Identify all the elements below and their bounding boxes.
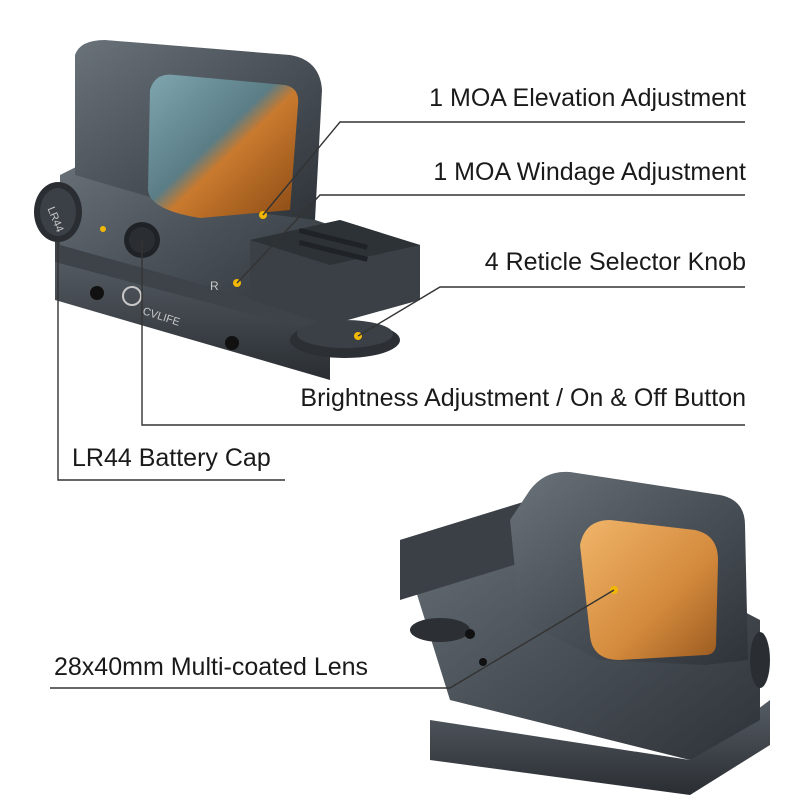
- callout-reticle-knob: 4 Reticle Selector Knob: [484, 248, 746, 276]
- callout-lens: 28x40mm Multi-coated Lens: [54, 653, 369, 681]
- svg-text:R: R: [210, 279, 219, 293]
- bottom-rail: [430, 700, 770, 795]
- leader-knob: [357, 286, 745, 337]
- callout-battery: LR44 Battery Cap: [72, 444, 271, 472]
- bottom-lens: [580, 520, 718, 660]
- leader-brightness: [141, 240, 745, 426]
- callout-windage: 1 MOA Windage Adjustment: [433, 158, 746, 186]
- leader-lines: [50, 121, 745, 689]
- bottom-knob-icon: [410, 618, 470, 642]
- leader-battery: [57, 240, 285, 481]
- leader-lens: [50, 589, 615, 689]
- callout-brightness: Brightness Adjustment / On & Off Button: [300, 384, 746, 412]
- bottom-sight: [400, 471, 770, 795]
- top-sight: LR44 CVLIFE R: [34, 40, 420, 380]
- leader-windage: [236, 194, 745, 284]
- leader-elevation: [262, 121, 745, 216]
- callout-elevation: 1 MOA Elevation Adjustment: [429, 84, 746, 112]
- top-lens: [148, 74, 299, 218]
- top-rail: [55, 255, 330, 380]
